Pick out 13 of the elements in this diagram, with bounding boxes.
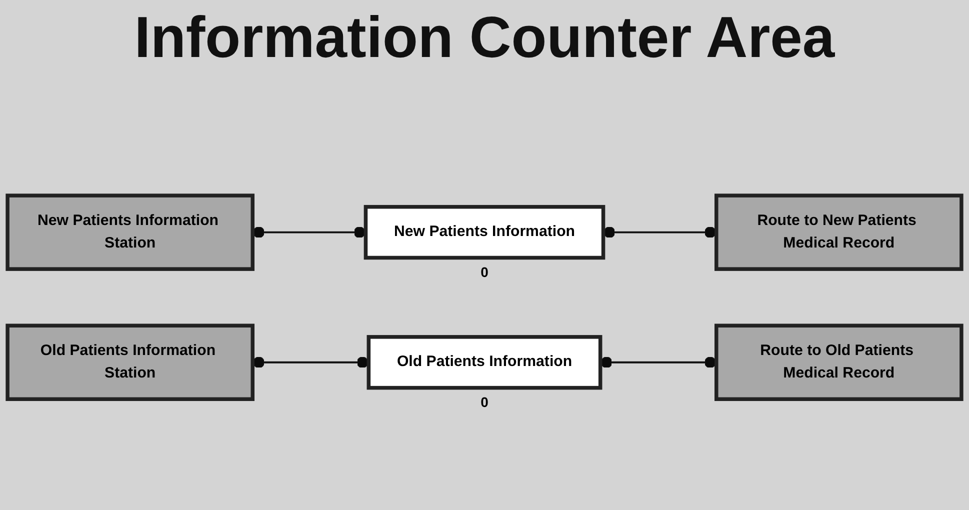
- counter-value: 0: [480, 264, 488, 280]
- process-box: Old Patients Information: [366, 335, 602, 390]
- process-box: New Patients Information: [364, 205, 606, 260]
- process-box: New Patients Information Station: [6, 194, 254, 272]
- connector: [252, 356, 369, 368]
- connector: [603, 226, 716, 238]
- process-box: Route to Old Patients Medical Record: [714, 324, 964, 402]
- connector: [252, 226, 366, 238]
- process-box: Route to New Patients Medical Record: [714, 194, 964, 272]
- counter-value: 0: [480, 394, 488, 410]
- connector: [600, 356, 716, 368]
- process-box: Old Patients Information Station: [6, 324, 254, 402]
- diagram-title: Information Counter Area: [133, 4, 836, 72]
